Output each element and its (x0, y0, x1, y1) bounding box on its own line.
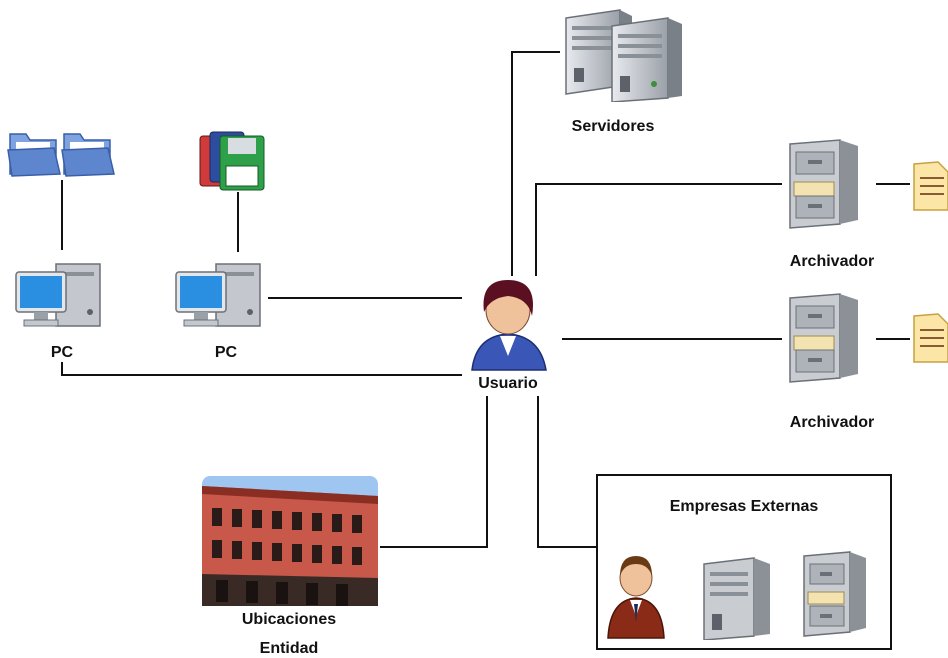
pc-1-label: PC (50, 344, 74, 361)
archivador-2-label: Archivador (789, 414, 875, 431)
archivador-1-label: Archivador (789, 253, 875, 270)
floppy-disks-icon (199, 131, 265, 191)
folder-left (7, 133, 61, 177)
wire-user-building (380, 396, 488, 548)
document-icon (913, 161, 948, 211)
wire-user-archivador-1 (535, 183, 782, 276)
folder-right (61, 133, 115, 177)
folders-icon (7, 133, 115, 177)
pc-2-label: PC (214, 344, 238, 361)
file-cabinet-icon (803, 551, 866, 637)
usuario-label: Usuario (478, 375, 538, 392)
servidores-label: Servidores (571, 118, 655, 135)
server-unit-front (611, 17, 682, 102)
servers-icon (565, 9, 682, 102)
ubicaciones-label-line-2: Entidad (259, 640, 319, 657)
business-person-icon (607, 556, 665, 639)
server-icon (703, 557, 770, 640)
user-icon (471, 280, 547, 371)
computer-icon (175, 263, 261, 327)
wire-user-external (537, 396, 596, 548)
wire-user-pc-1 (61, 362, 462, 376)
building-image (202, 476, 378, 606)
empresas-externas-label: Empresas Externas (669, 498, 819, 515)
external-companies-box (596, 474, 892, 650)
file-cabinet-icon (789, 293, 858, 383)
file-cabinet-icon (789, 139, 858, 229)
document-icon (913, 313, 948, 363)
wire-user-servers (511, 51, 560, 276)
computer-icon (15, 263, 101, 327)
ubicaciones-label-line-1: Ubicaciones (241, 611, 337, 628)
